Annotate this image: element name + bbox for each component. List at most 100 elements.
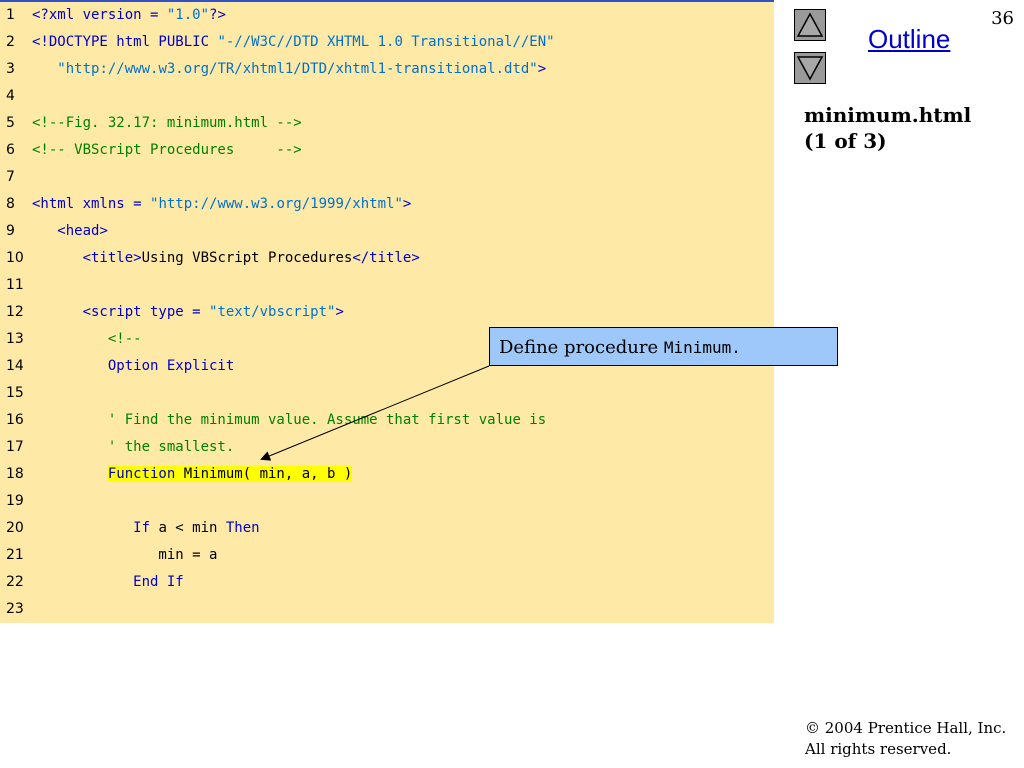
code-text: <script type = "text/vbscript"> xyxy=(32,299,344,326)
code-line: 5 <!--Fig. 32.17: minimum.html --> xyxy=(0,110,774,137)
code-line: 21 min = a xyxy=(0,542,774,569)
code-token: min = a xyxy=(32,547,218,563)
callout-box: Define procedure Minimum. xyxy=(489,327,838,366)
code-line: 15 xyxy=(0,380,774,407)
code-text: ' Find the minimum value. Assume that fi… xyxy=(32,407,546,434)
line-number: 4 xyxy=(6,88,15,104)
line-number: 6 xyxy=(6,142,15,158)
code-token: "text/vbscript" xyxy=(209,304,336,320)
triangle-up-icon xyxy=(796,12,824,37)
code-token: <!-- xyxy=(107,331,142,347)
code-token: <html xmlns = xyxy=(32,196,151,212)
code-line: 6 <!-- VBScript Procedures --> xyxy=(0,137,774,164)
code-text: <html xmlns = "http://www.w3.org/1999/xh… xyxy=(32,191,411,218)
code-line: 19 xyxy=(0,488,774,515)
file-part: (1 of 3) xyxy=(804,129,887,153)
code-token: ' the smallest. xyxy=(107,439,235,455)
code-text: If a < min Then xyxy=(32,515,260,542)
code-line: 20 If a < min Then xyxy=(0,515,774,542)
code-text: <?xml version = "1.0"?> xyxy=(32,2,226,29)
line-number: 7 xyxy=(6,169,15,185)
line-number: 12 xyxy=(6,304,24,320)
code-line: 12 <script type = "text/vbscript"> xyxy=(0,299,774,326)
code-token: <head> xyxy=(57,223,108,239)
code-token xyxy=(32,574,133,590)
callout-arrow xyxy=(260,365,490,461)
outline-link[interactable]: Outline xyxy=(868,24,951,54)
code-token: Then xyxy=(225,520,260,536)
code-token xyxy=(32,520,133,536)
code-token: > xyxy=(537,61,547,77)
page-number: 36 xyxy=(991,8,1014,29)
code-line: 7 xyxy=(0,164,774,191)
line-number: 13 xyxy=(6,331,24,347)
line-number: 1 xyxy=(6,7,15,23)
code-line: 11 xyxy=(0,272,774,299)
previous-slide-button[interactable] xyxy=(794,9,826,41)
rights-reserved: All rights reserved. xyxy=(805,740,952,758)
code-token: <script type = xyxy=(82,304,210,320)
code-text: <!-- VBScript Procedures --> xyxy=(32,137,302,164)
code-line: 13 <!-- xyxy=(0,326,774,353)
copyright: © 2004 Prentice Hall, Inc. xyxy=(805,719,1007,737)
code-token: Using VBScript Procedures xyxy=(141,250,353,266)
line-number: 20 xyxy=(6,520,24,536)
line-number: 22 xyxy=(6,574,24,590)
code-token: </title> xyxy=(352,250,420,266)
code-line: 3 "http://www.w3.org/TR/xhtml1/DTD/xhtml… xyxy=(0,56,774,83)
line-number: 17 xyxy=(6,439,24,455)
code-token: Function xyxy=(107,466,184,482)
code-line: 18 Function Minimum( min, a, b ) xyxy=(0,461,774,488)
code-text: Option Explicit xyxy=(32,353,234,380)
code-token: <!-- VBScript Procedures --> xyxy=(32,142,302,158)
code-token: Option Explicit xyxy=(107,358,235,374)
code-line: 9 <head> xyxy=(0,218,774,245)
code-line: 2 <!DOCTYPE html PUBLIC "-//W3C//DTD XHTM… xyxy=(0,29,774,56)
code-text: <head> xyxy=(32,218,108,245)
code-text: <!-- xyxy=(32,326,142,353)
line-number: 15 xyxy=(6,385,24,401)
file-name: minimum.html xyxy=(804,103,972,127)
triangle-down-icon xyxy=(796,56,824,81)
code-line: 8<html xmlns = "http://www.w3.org/1999/x… xyxy=(0,191,774,218)
code-token: <title> xyxy=(82,250,142,266)
line-number: 2 xyxy=(6,34,15,50)
code-text: ' the smallest. xyxy=(32,434,234,461)
code-text: <!DOCTYPE html PUBLIC "-//W3C//DTD XHTML… xyxy=(32,29,555,56)
line-number: 16 xyxy=(6,412,24,428)
line-number: 10 xyxy=(6,250,24,266)
code-text: <!--Fig. 32.17: minimum.html --> xyxy=(32,110,302,137)
callout-code: Minimum. xyxy=(663,338,741,357)
code-token: "1.0" xyxy=(166,7,210,23)
code-text: End If xyxy=(32,569,184,596)
code-text: min = a xyxy=(32,542,217,569)
callout-text: Define procedure xyxy=(499,337,664,358)
code-line: 22 End If xyxy=(0,569,774,596)
code-token: "http://www.w3.org/1999/xhtml" xyxy=(150,196,403,212)
code-token: > xyxy=(335,304,344,320)
footer: © 2004 Prentice Hall, Inc. All rights re… xyxy=(805,718,1006,760)
code-token: <!--Fig. 32.17: minimum.html --> xyxy=(32,115,302,131)
code-token: a < min xyxy=(150,520,226,536)
code-token: Minimum( min, a, b ) xyxy=(183,466,353,482)
line-number: 5 xyxy=(6,115,15,131)
code-line: 10 <title>Using VBScript Procedures</tit… xyxy=(0,245,774,272)
line-number: 21 xyxy=(6,547,24,563)
code-line: 14 Option Explicit xyxy=(0,353,774,380)
code-token: ' Find the minimum value. Assume that fi… xyxy=(107,412,547,428)
code-token: ?> xyxy=(209,7,226,23)
code-token: <?xml version = xyxy=(32,7,167,23)
line-number: 9 xyxy=(6,223,15,239)
code-line: 4 xyxy=(0,83,774,110)
code-token: > xyxy=(402,196,412,212)
line-number: 11 xyxy=(6,277,24,293)
code-token: End If xyxy=(133,574,184,590)
line-number: 19 xyxy=(6,493,24,509)
line-number: 18 xyxy=(6,466,24,482)
code-line: 1 <?xml version = "1.0"?> xyxy=(0,2,774,29)
next-slide-button[interactable] xyxy=(794,52,826,84)
line-number: 14 xyxy=(6,358,24,374)
line-number: 3 xyxy=(6,61,15,77)
code-token: "http://www.w3.org/TR/xhtml1/DTD/xhtml1-… xyxy=(57,61,538,77)
code-line: 23 xyxy=(0,596,774,623)
